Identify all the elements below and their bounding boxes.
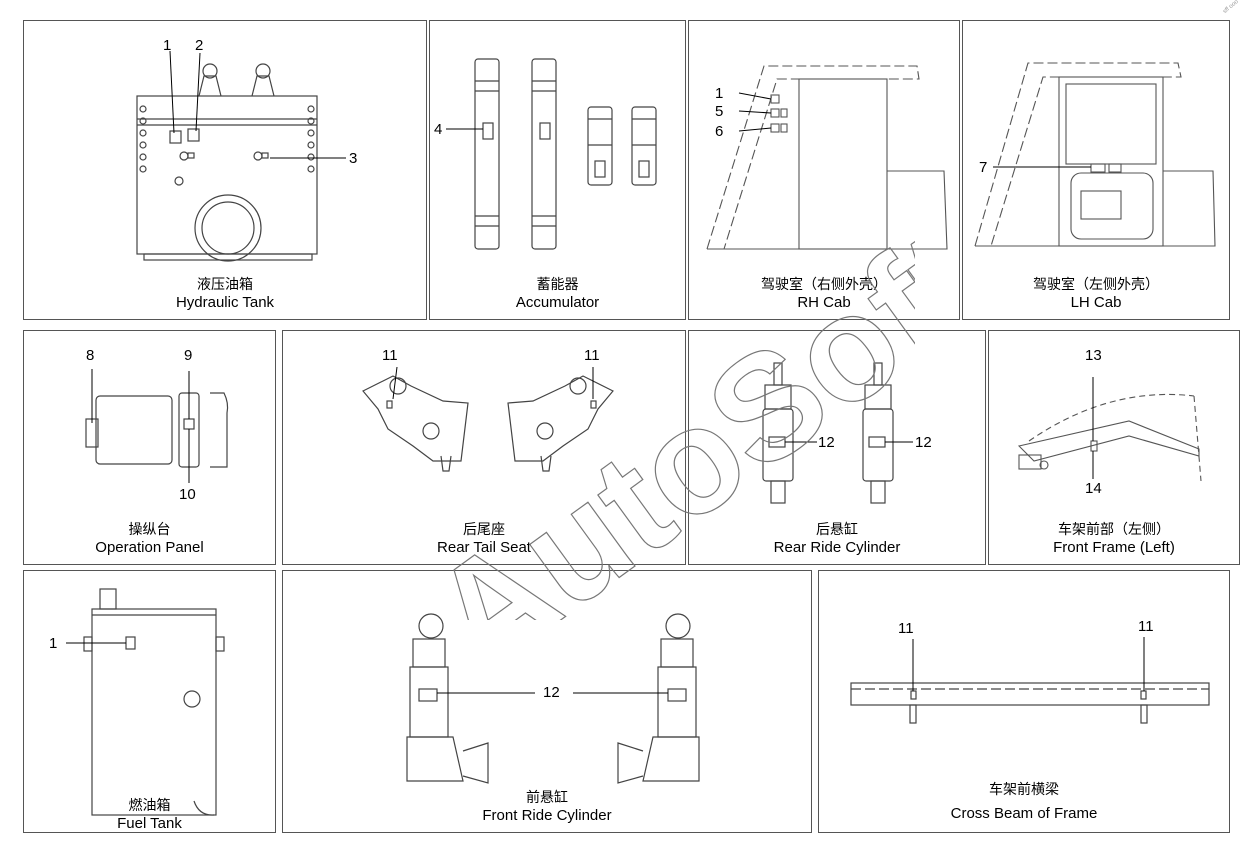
panel-fuel-tank: 1 燃油箱 Fuel Tank <box>23 570 276 833</box>
callout-14: 14 <box>1085 480 1102 497</box>
rh-cab-caption: 驾驶室（右侧外壳） RH Cab <box>689 276 959 312</box>
caption-en: RH Cab <box>797 294 851 311</box>
lh-cab-drawing <box>974 62 1216 247</box>
fuel-tank-caption: 燃油箱 Fuel Tank <box>24 797 275 833</box>
caption-en: Accumulator <box>515 294 600 311</box>
callout-13: 13 <box>1085 347 1102 364</box>
callout-12: 12 <box>818 434 835 451</box>
caption-zh: 前悬缸 <box>526 790 568 806</box>
callout-3: 3 <box>349 150 358 167</box>
rear-tail-seat-caption: 后尾座 Rear Tail Seat <box>283 521 685 557</box>
caption-en: Fuel Tank <box>117 815 182 832</box>
panel-cross-beam: 11 11 车架前横梁 Cross Beam of Frame <box>818 570 1230 833</box>
front-frame-drawing <box>1017 377 1202 482</box>
front-frame-caption: 车架前部（左侧） Front Frame (Left) <box>989 521 1239 557</box>
callout-1: 1 <box>715 85 724 102</box>
front-ride-cylinder-caption: 前悬缸 Front Ride Cylinder <box>283 789 811 825</box>
caption-zh: 操纵台 <box>128 522 171 538</box>
panel-rear-tail-seat: 11 11 后尾座 Rear Tail Seat <box>282 330 686 565</box>
callout-12: 12 <box>915 434 932 451</box>
operation-panel-caption: 操纵台 Operation Panel <box>24 521 275 557</box>
corner-mark: sff ooo <box>1222 0 1240 16</box>
callout-6: 6 <box>715 123 724 140</box>
caption-zh: 燃油箱 <box>128 798 171 814</box>
caption-en: Operation Panel <box>95 539 204 556</box>
rear-tail-seat-drawing <box>362 366 614 472</box>
caption-zh: 后尾座 <box>463 522 505 538</box>
rh-cab-drawing <box>706 65 948 250</box>
callout-8: 8 <box>86 347 95 364</box>
panel-hydraulic-tank: 1 2 3 液压油箱 Hydraulic Tank <box>23 20 427 320</box>
operation-panel-drawing <box>85 369 229 483</box>
panel-lh-cab: 7 驾驶室（左侧外壳） LH Cab <box>962 20 1230 320</box>
hydraulic-tank-drawing <box>136 50 346 262</box>
caption-en: Front Frame (Left) <box>1053 539 1175 556</box>
panel-accumulator: 4 蓄能器 Accumulator <box>429 20 686 320</box>
rear-ride-cylinder-caption: 后悬缸 Rear Ride Cylinder <box>689 521 985 557</box>
callout-10: 10 <box>179 486 196 503</box>
rear-ride-cylinder-drawing <box>762 362 913 504</box>
fuel-tank-drawing <box>66 588 225 816</box>
caption-zh: 车架前部（左侧） <box>1058 522 1170 538</box>
accumulator-drawing <box>446 58 657 250</box>
lh-cab-caption: 驾驶室（左侧外壳） LH Cab <box>963 276 1229 312</box>
caption-en: Rear Ride Cylinder <box>773 539 901 556</box>
caption-zh: 车架前横梁 <box>989 782 1059 798</box>
caption-en: Front Ride Cylinder <box>482 807 612 824</box>
panel-front-frame-left: 13 14 车架前部（左侧） Front Frame (Left) <box>988 330 1240 565</box>
front-ride-cylinder-drawing <box>406 613 700 784</box>
hydraulic-tank-caption: 液压油箱 Hydraulic Tank <box>24 276 426 312</box>
panel-front-ride-cylinder: 12 前悬缸 Front Ride Cylinder <box>282 570 812 833</box>
caption-en: Hydraulic Tank <box>175 294 275 311</box>
callout-11: 11 <box>382 347 398 364</box>
callout-2: 2 <box>195 37 204 54</box>
caption-zh: 驾驶室（右侧外壳） <box>761 277 887 293</box>
cross-beam-caption: 车架前横梁 Cross Beam of Frame <box>819 781 1229 823</box>
caption-en: Rear Tail Seat <box>437 539 531 556</box>
callout-11: 11 <box>898 620 914 637</box>
callout-11: 11 <box>584 347 600 364</box>
caption-en: Cross Beam of Frame <box>950 805 1098 822</box>
caption-zh: 液压油箱 <box>197 277 253 293</box>
caption-en: LH Cab <box>1070 294 1122 311</box>
cross-beam-drawing <box>850 637 1210 724</box>
caption-zh: 蓄能器 <box>536 277 579 293</box>
callout-9: 9 <box>184 347 193 364</box>
callout-4: 4 <box>434 121 443 138</box>
caption-zh: 驾驶室（左侧外壳） <box>1033 277 1159 293</box>
callout-7: 7 <box>979 159 988 176</box>
caption-zh: 后悬缸 <box>816 522 858 538</box>
callout-11: 11 <box>1138 618 1154 635</box>
panel-rear-ride-cylinder: 12 12 后悬缸 Rear Ride Cylinder <box>688 330 986 565</box>
panel-rh-cab: 1 5 6 驾驶室（右侧外壳） RH Cab <box>688 20 960 320</box>
callout-12: 12 <box>543 684 560 701</box>
callout-1: 1 <box>49 635 58 652</box>
panel-operation-panel: 8 9 10 操纵台 Operation Panel <box>23 330 276 565</box>
callout-1: 1 <box>163 37 172 54</box>
callout-5: 5 <box>715 103 724 120</box>
accumulator-caption: 蓄能器 Accumulator <box>430 276 685 312</box>
